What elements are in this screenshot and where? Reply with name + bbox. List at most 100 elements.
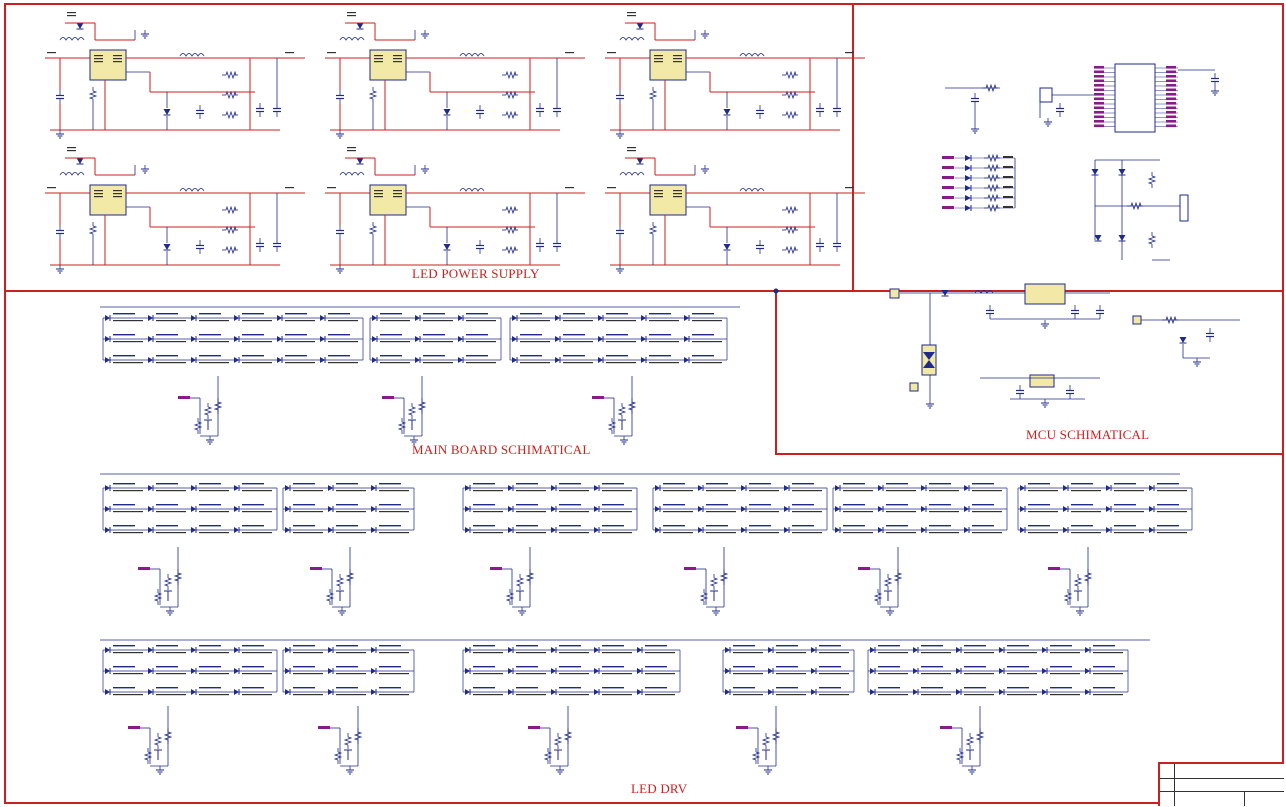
led-diode-symbol — [965, 165, 971, 171]
resistor-symbol — [163, 574, 173, 590]
resistor-symbol — [502, 70, 518, 80]
led-symbol — [285, 527, 290, 533]
led-symbol — [913, 668, 918, 674]
ground-symbol — [518, 607, 526, 616]
led-symbol — [1020, 506, 1025, 512]
resistor-symbol — [751, 748, 761, 764]
ground-symbol — [968, 766, 976, 775]
led-symbol — [1149, 506, 1154, 512]
signal-port — [1132, 315, 1142, 325]
resistor-symbol — [222, 245, 238, 255]
led-symbol — [191, 357, 196, 363]
resistor-symbol — [525, 569, 535, 585]
inductor-symbol — [179, 53, 205, 57]
capacitor-symbol — [1206, 328, 1214, 342]
inductor-symbol — [739, 53, 765, 57]
capacitor-symbol — [616, 225, 624, 239]
diode-symbol — [1091, 169, 1099, 176]
ground-symbol — [338, 607, 346, 616]
led-symbol — [465, 689, 470, 695]
ground-symbol — [1041, 399, 1049, 408]
led-symbol — [371, 485, 376, 491]
resistor-symbol — [782, 110, 798, 120]
resistor-symbol — [222, 225, 238, 235]
led-symbol — [921, 527, 926, 533]
inductor-symbol — [459, 188, 485, 192]
resistor-symbol — [984, 193, 1000, 203]
mosfet-driver — [490, 547, 535, 616]
led-symbol — [551, 689, 556, 695]
led-symbol — [508, 668, 513, 674]
led-symbol — [594, 485, 599, 491]
led-symbol — [684, 336, 689, 342]
led-symbol — [1020, 527, 1025, 533]
ground-symbol — [971, 125, 979, 134]
mosfet-driver — [684, 547, 729, 616]
diode-symbol — [636, 23, 644, 30]
led-symbol — [598, 315, 603, 321]
led-symbol — [768, 668, 773, 674]
led-symbol — [148, 527, 153, 533]
resistor-symbol — [1083, 569, 1093, 585]
led-symbol — [551, 485, 556, 491]
led-symbol — [105, 357, 110, 363]
led-symbol — [372, 336, 377, 342]
led-symbol — [234, 485, 239, 491]
resistor-symbol — [163, 728, 173, 744]
led-symbol — [835, 506, 840, 512]
ground-symbol — [1041, 320, 1049, 329]
led-symbol — [234, 506, 239, 512]
led-symbol — [956, 689, 961, 695]
resistor-symbol — [368, 222, 378, 238]
led-symbol — [811, 668, 816, 674]
led-diode-symbol — [965, 205, 971, 211]
resistor-symbol — [719, 569, 729, 585]
led-symbol — [641, 357, 646, 363]
led-symbol — [371, 689, 376, 695]
led-diode-symbol — [965, 185, 971, 191]
led-symbol — [913, 689, 918, 695]
mosfet-driver — [592, 376, 637, 445]
led-symbol — [784, 506, 789, 512]
capacitor-symbol — [476, 240, 484, 254]
led-symbol — [465, 506, 470, 512]
resistor-symbol — [782, 90, 798, 100]
led-symbol — [768, 689, 773, 695]
resistor-symbol — [333, 748, 343, 764]
resistor-symbol — [88, 87, 98, 103]
led-symbol — [1020, 485, 1025, 491]
resistor-symbol — [984, 173, 1000, 183]
led-symbol — [148, 336, 153, 342]
led-symbol — [964, 527, 969, 533]
led-symbol — [508, 485, 513, 491]
capacitor-symbol — [553, 238, 561, 252]
led-symbol — [234, 668, 239, 674]
led-symbol — [637, 689, 642, 695]
led-symbol — [371, 668, 376, 674]
resistor-symbol — [761, 733, 771, 749]
capacitor-symbol — [1016, 385, 1024, 399]
ground-symbol — [886, 607, 894, 616]
led-symbol — [1085, 689, 1090, 695]
led-symbol — [148, 689, 153, 695]
capacitor-symbol — [536, 238, 544, 252]
capacitor-symbol — [273, 103, 281, 117]
led-symbol — [1149, 485, 1154, 491]
led-diode-symbol — [965, 155, 971, 161]
led-symbol — [598, 336, 603, 342]
diode-symbol — [1179, 337, 1187, 344]
led-diode-symbol — [965, 195, 971, 201]
resistor-symbol — [502, 225, 518, 235]
resistor-symbol — [1127, 201, 1143, 211]
section-label-main-board: MAIN BOARD SCHIMATICAL — [412, 442, 591, 457]
resistor-symbol — [407, 403, 417, 419]
led-symbol — [512, 336, 517, 342]
capacitor-symbol — [971, 93, 979, 107]
led-symbol — [285, 668, 290, 674]
resistor-symbol — [502, 110, 518, 120]
led-symbol — [956, 647, 961, 653]
section-label-mcu: MCU SCHIMATICAL — [1026, 427, 1150, 442]
led-symbol — [191, 336, 196, 342]
power-module-5 — [325, 147, 585, 274]
mosfet-driver — [1048, 547, 1093, 616]
